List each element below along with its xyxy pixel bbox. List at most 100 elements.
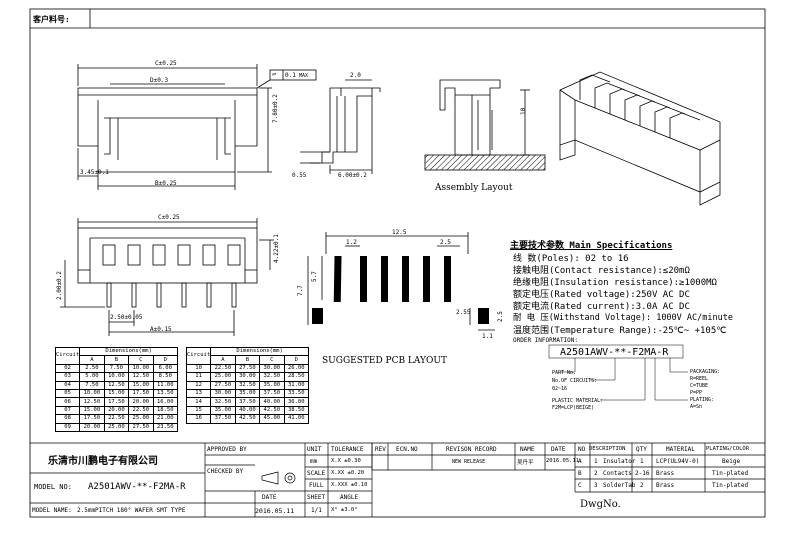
bom-plating: Tin-plated xyxy=(712,470,749,477)
bom-material: Brass xyxy=(656,482,675,489)
tolerance-label: TOLERANCE xyxy=(331,446,364,453)
table-cell: 12.50 xyxy=(79,397,105,407)
table-cell: 42.50 xyxy=(234,414,261,424)
table-cell: 25.00 xyxy=(103,422,130,432)
pcb-dim-1-1: 1.1 xyxy=(482,333,493,340)
th-b: B xyxy=(234,355,261,365)
order-right-5: A=Sn xyxy=(690,404,703,410)
spec-row: 额定电流(Rated current):3.0A AC DC xyxy=(513,302,690,312)
th-c: C xyxy=(128,355,154,365)
th-d: D xyxy=(283,355,310,365)
name-label: NAME xyxy=(520,446,535,453)
table-cell: 13 xyxy=(185,388,212,399)
spec-row: 耐 电 压(Withstand Voltage): 1000V AC/minut… xyxy=(513,313,733,323)
angle-value: X° ±3.0° xyxy=(331,507,358,513)
checked-by: CHECKED BY xyxy=(207,468,244,475)
table-cell: 16.00 xyxy=(152,397,179,407)
sheet-border xyxy=(29,8,766,518)
table-cell: 10.00 xyxy=(79,388,105,399)
spec-row: 接触电阻(Contact resistance):≤20mΩ xyxy=(513,266,690,276)
side-view xyxy=(300,79,381,174)
table-cell: 30.00 xyxy=(259,363,285,374)
dim-3-45: 3.45±0.1 xyxy=(80,169,109,176)
th-d: D xyxy=(152,355,179,365)
pcb-layout-drawing xyxy=(307,232,495,331)
table-cell: 32.50 xyxy=(210,397,236,407)
table-cell: 15.00 xyxy=(103,388,130,399)
th-circuit: Circuit xyxy=(54,347,81,365)
unit-label: UNIT xyxy=(307,446,322,453)
table-cell: 15 xyxy=(185,405,212,416)
bom-letter: B xyxy=(578,470,582,477)
specs-title: 主要技术参数 Main Specifications xyxy=(510,241,673,251)
table-cell: 11.00 xyxy=(152,380,179,390)
tol-row: X.XX ±0.20 xyxy=(331,470,365,476)
th-a: A xyxy=(79,355,105,365)
dim-2-0: 2.0 xyxy=(350,72,361,79)
model-name: 2.5mmPITCH 180° WAFER SMT TYPE xyxy=(77,507,186,514)
revision-record-label: REVISON RECORD xyxy=(446,446,497,453)
table-cell: 42.50 xyxy=(259,405,285,416)
bom-material: Brass xyxy=(656,470,675,477)
order-part-code: A2501AWV-**-F2MA-R xyxy=(560,347,669,358)
dwg-no-label: DwgNo. xyxy=(580,499,621,510)
table-cell: 22.50 xyxy=(128,405,154,416)
bom-desc: Insulator xyxy=(603,458,636,465)
table-cell: 22.50 xyxy=(210,363,236,374)
bom-desc: Contacts xyxy=(603,470,632,477)
date2-label: DATE xyxy=(551,446,566,453)
ecn-label: ECN.NO xyxy=(396,446,418,453)
table-cell: 12 xyxy=(185,380,212,390)
table-cell: 31.00 xyxy=(283,380,310,390)
table-cell: 05 xyxy=(54,388,81,399)
table-cell: 6.00 xyxy=(152,363,179,374)
date-label: DATE xyxy=(262,494,277,501)
table-cell: 16 xyxy=(185,414,212,424)
table-cell: 33.50 xyxy=(283,388,310,399)
table-cell: 27.50 xyxy=(210,380,236,390)
table-cell: 11 xyxy=(185,372,212,382)
dim-a: A±0.15 xyxy=(150,326,172,333)
table-cell: 07 xyxy=(54,405,81,416)
rev-label: REV xyxy=(375,446,386,453)
table-cell: 15.00 xyxy=(128,380,154,390)
model-no-label: MODEL NO: xyxy=(34,483,72,491)
bom-qty: 2-16 xyxy=(635,470,650,477)
pcb-dim-2-55: 2.55 xyxy=(456,309,471,316)
table-cell: 8.50 xyxy=(152,372,179,382)
angle-label: ANGLE xyxy=(340,494,359,501)
bom-header-material: MATERIAL xyxy=(666,446,695,453)
bom-qty: 1 xyxy=(640,458,644,465)
bom-material: LCP(UL94V-0) xyxy=(656,458,700,465)
th-c: C xyxy=(259,355,285,365)
order-right-1: R=REEL xyxy=(690,376,709,382)
top-view xyxy=(60,218,274,336)
new-release: NEW RELEASE xyxy=(452,459,486,465)
customer-part-label: 客户料号: xyxy=(33,15,70,24)
table-cell: 18.50 xyxy=(152,405,179,416)
bom-plating: Tin-plated xyxy=(712,482,749,489)
isometric-view xyxy=(559,71,721,206)
table-cell: 23.50 xyxy=(152,422,179,432)
table-cell: 36.00 xyxy=(283,397,310,407)
table-cell: 12.50 xyxy=(103,380,130,390)
bom-qty: 2 xyxy=(640,482,644,489)
table-cell: 20.00 xyxy=(128,397,154,407)
table-cell: 28.50 xyxy=(283,372,310,382)
bom-letter: A xyxy=(578,458,582,465)
table-cell: 35.00 xyxy=(234,388,261,399)
bom-header-description: DESCRIPTION xyxy=(589,446,626,452)
table-cell: 25.00 xyxy=(128,414,154,424)
table-cell: 20.00 xyxy=(79,422,105,432)
pcb-pads xyxy=(312,256,489,324)
th-b: B xyxy=(103,355,130,365)
table-cell: 26.00 xyxy=(283,363,310,374)
